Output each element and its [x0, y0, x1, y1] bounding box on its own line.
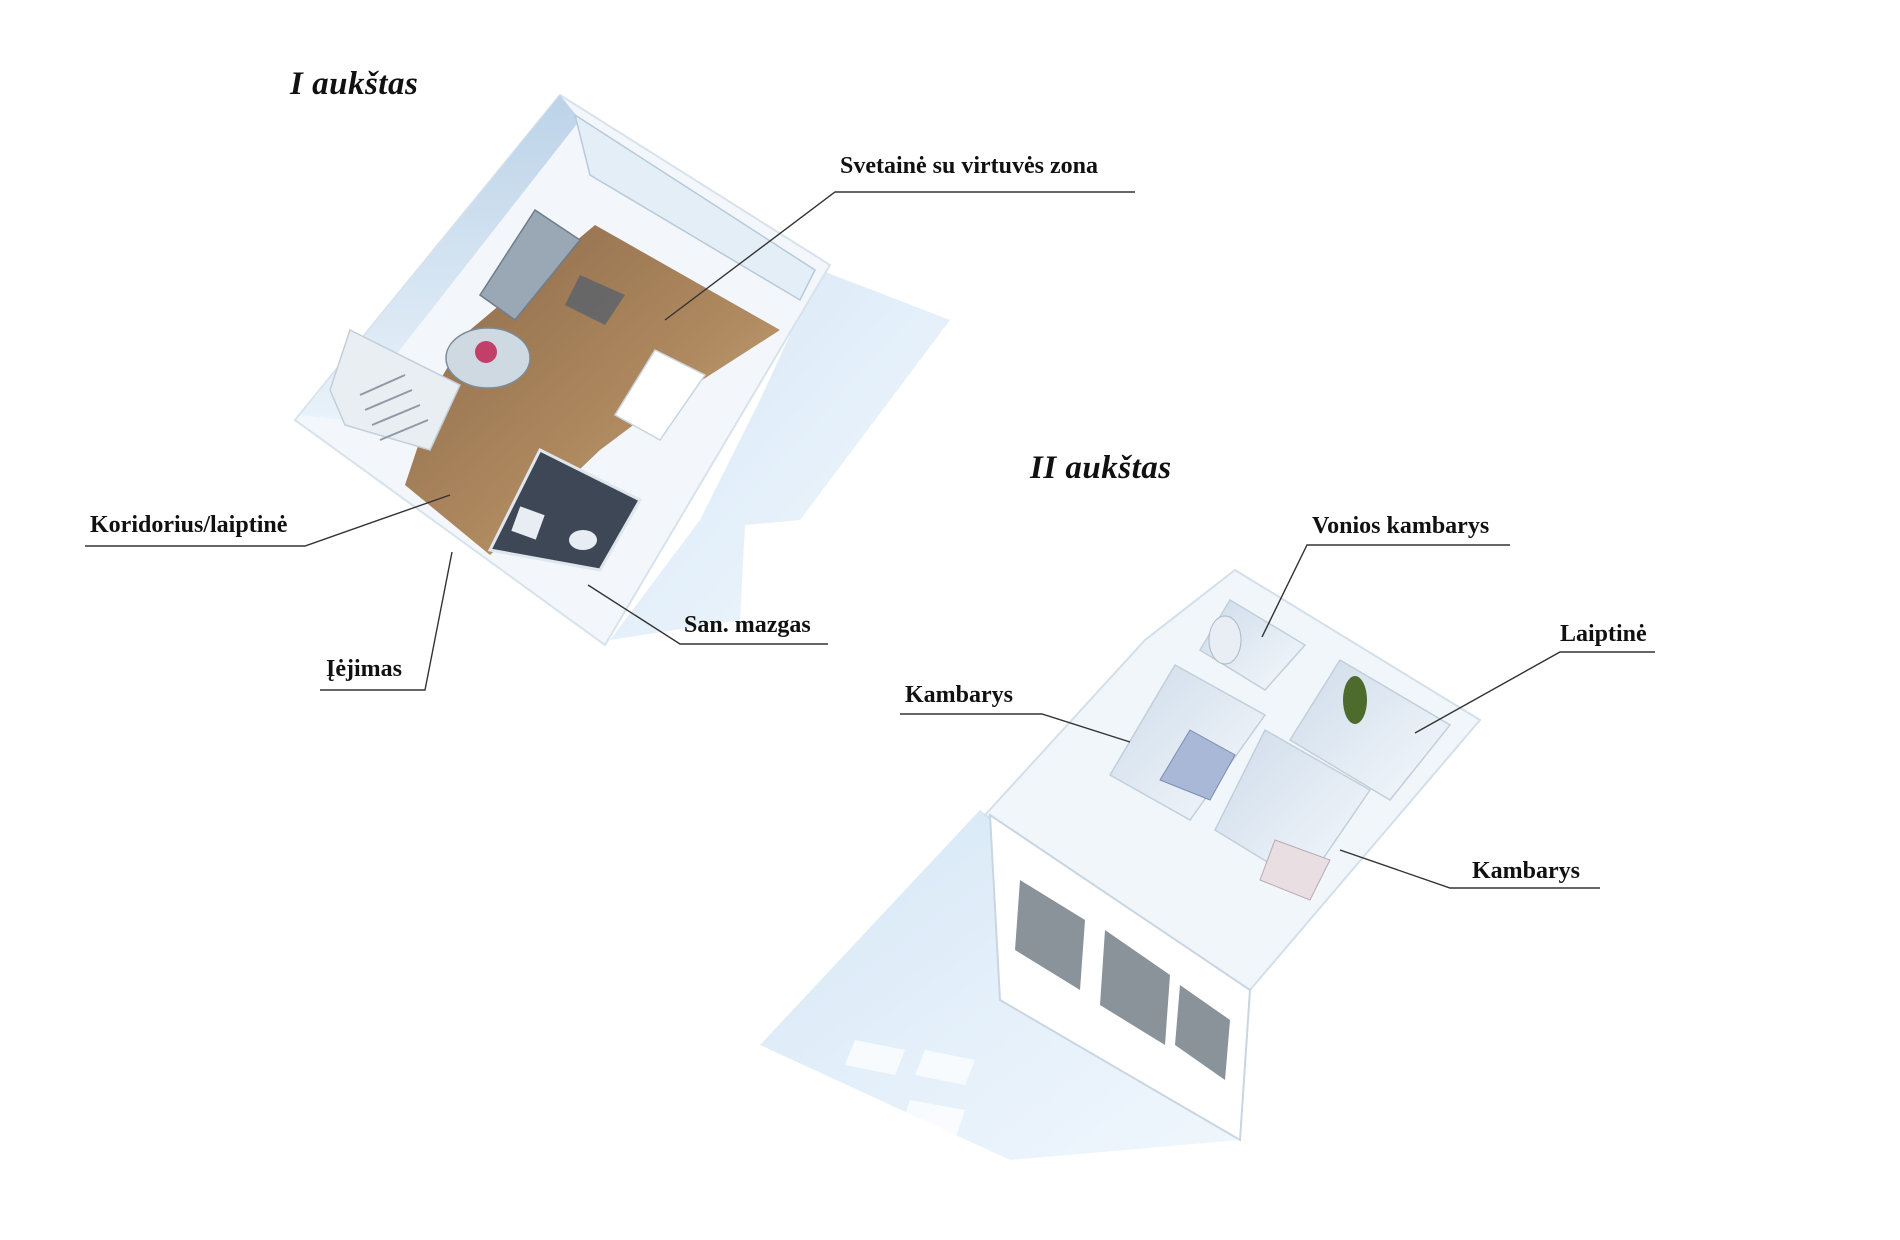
- stair-room: [1288, 658, 1452, 801]
- label-bathroom: Vonios kambarys: [1312, 513, 1490, 539]
- floor-2-title: II aukštas: [1030, 450, 1172, 486]
- floor-1-shadow: [610, 270, 950, 640]
- label-room-right: Kambarys: [1472, 858, 1580, 884]
- plant-icon: [1343, 676, 1367, 724]
- label-stairwell: Laiptinė: [1560, 621, 1647, 647]
- leader-lines: [85, 191, 1655, 889]
- bed-icon: [1159, 729, 1236, 801]
- floor-1-window-wall: [573, 113, 816, 302]
- sofa-icon: [478, 208, 582, 322]
- staircase-icon: [359, 374, 429, 441]
- floor-1-model: [293, 93, 950, 647]
- shadow-window-patches: [845, 1040, 975, 1140]
- floor-1-title: I aukštas: [290, 66, 419, 102]
- washing-machine-icon: [511, 506, 545, 540]
- toilet-icon: [569, 530, 597, 550]
- label-wc: San. mazgas: [684, 612, 811, 638]
- flowers-icon: [475, 341, 497, 363]
- label-living-room-kitchen: Svetainė su virtuvės zona: [840, 153, 1098, 179]
- bathroom-block: [487, 447, 643, 572]
- bed-icon-2: [1259, 839, 1331, 901]
- label-corridor-stairwell: Koridorius/laiptinė: [90, 512, 288, 538]
- floor-1-back-wall: [300, 95, 580, 420]
- floor-2-model: [760, 568, 1482, 1160]
- bathtub-icon: [1208, 615, 1242, 665]
- label-room-left: Kambarys: [905, 682, 1013, 708]
- facade-windows: [1015, 880, 1230, 1080]
- coffee-table-icon: [565, 275, 625, 325]
- label-entrance: Įėjimas: [326, 656, 402, 682]
- kitchen-block: [613, 349, 707, 441]
